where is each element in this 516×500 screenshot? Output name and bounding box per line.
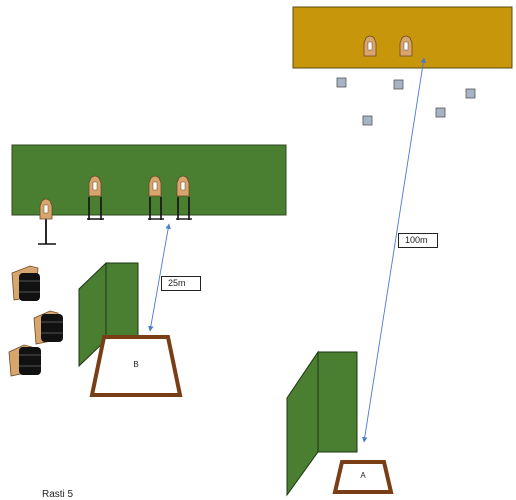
- steel-plate: [465, 88, 476, 99]
- steel-plate: [362, 115, 373, 126]
- distance-label-100m: 100m: [398, 233, 438, 248]
- shooting-box-b: [89, 335, 183, 397]
- barrel-icon: [19, 347, 41, 375]
- near-backstop: [11, 144, 287, 216]
- steel-plate: [336, 77, 347, 88]
- barrel-icon: [41, 314, 63, 342]
- far-target-1: [363, 35, 377, 57]
- shooting-box-a-label: A: [360, 471, 366, 480]
- distance-line-25m: [148, 223, 171, 332]
- barrel-group-2: [33, 310, 63, 345]
- barricade-b: [78, 261, 139, 368]
- barrel-group-1: [11, 265, 40, 301]
- target-stand-1: [87, 175, 104, 220]
- distance-line-100m: [362, 57, 426, 443]
- steel-plate: [435, 107, 446, 118]
- shooting-box-b-label: B: [133, 360, 138, 369]
- target-stand-4: [38, 198, 56, 245]
- diagram-caption: Rasti 5: [42, 489, 74, 500]
- steel-plate: [393, 79, 404, 90]
- target-stand-3: [176, 175, 192, 220]
- shooting-box-a: [332, 460, 394, 494]
- near-targets: [38, 175, 192, 245]
- far-target-2: [399, 35, 413, 57]
- barrel-group-3: [8, 344, 41, 377]
- barricade-a: [286, 350, 358, 497]
- barrels: [8, 265, 63, 377]
- barrel-icon: [19, 273, 40, 301]
- steel-plates: [336, 77, 476, 126]
- target-stand-2: [148, 175, 164, 220]
- distance-label-25m: 25m: [161, 276, 201, 291]
